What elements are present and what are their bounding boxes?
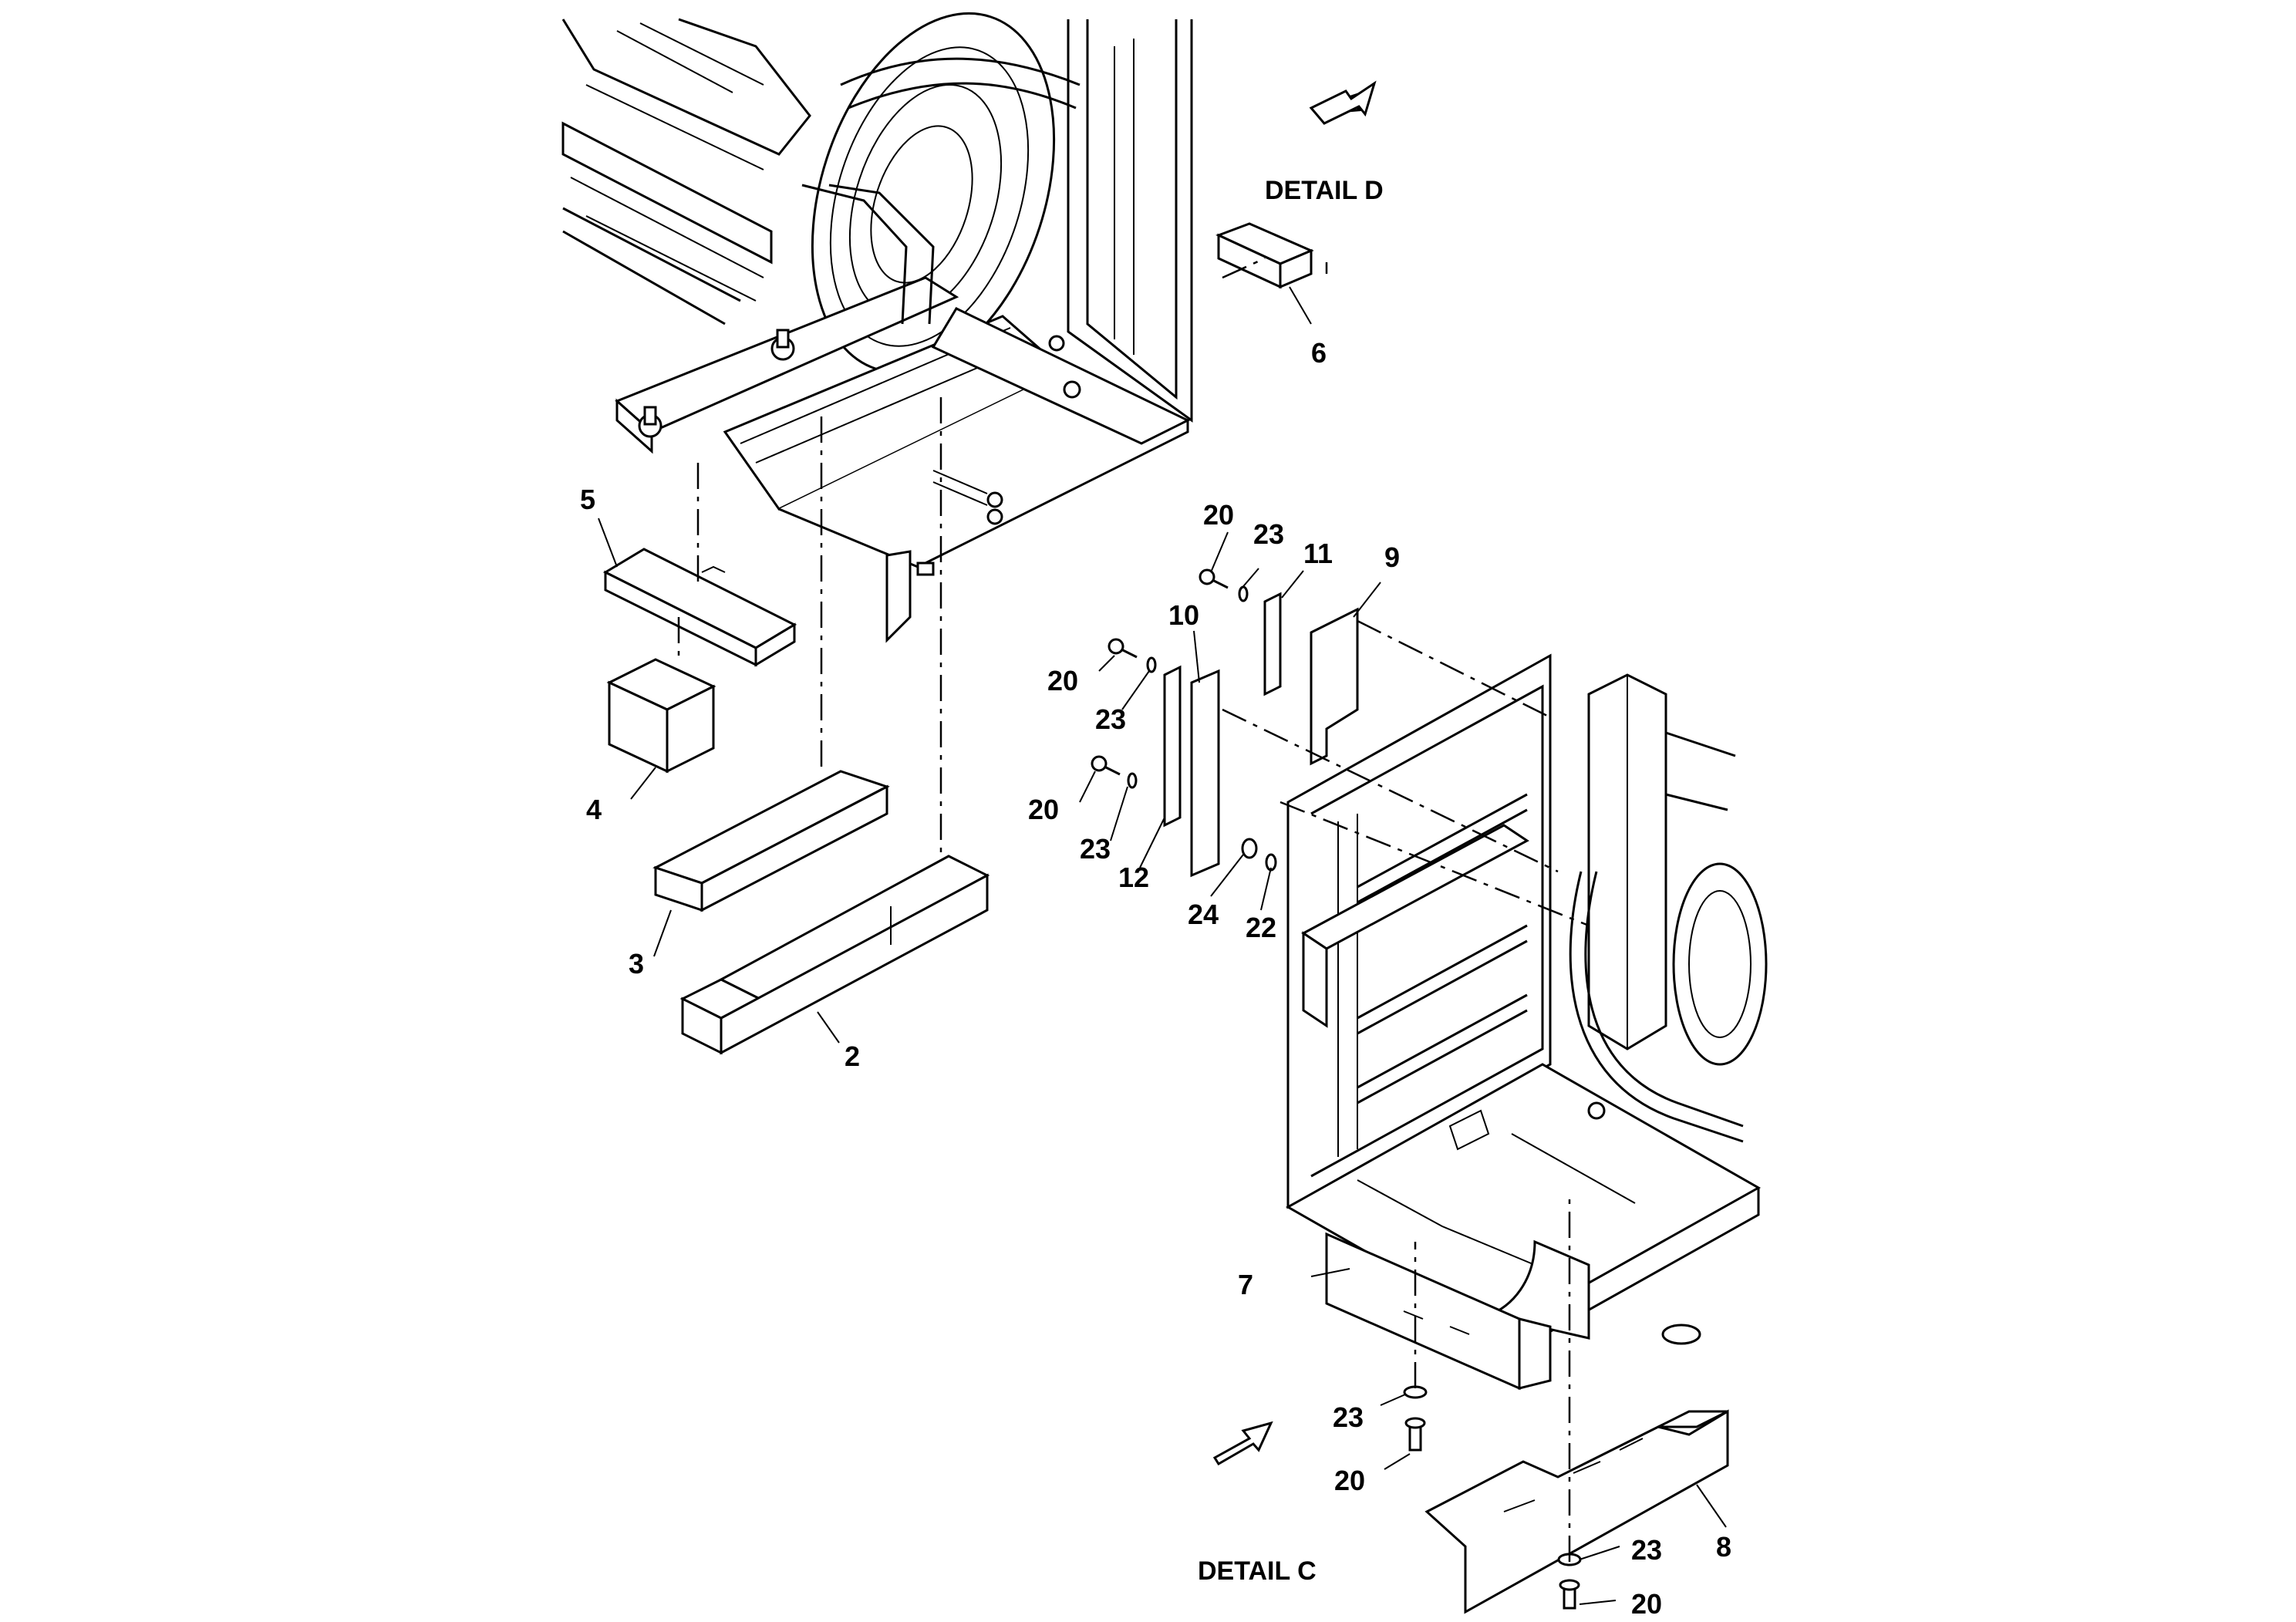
part-9 bbox=[1310, 607, 1359, 766]
part-7 bbox=[1325, 1232, 1552, 1391]
part-6 bbox=[1215, 222, 1314, 289]
callout-9: 9 bbox=[1384, 541, 1400, 573]
callout-7: 7 bbox=[1238, 1269, 1253, 1300]
callout-2: 2 bbox=[845, 1040, 860, 1072]
callout-23: 23 bbox=[1631, 1534, 1662, 1566]
part-5 bbox=[602, 548, 797, 667]
callout-20: 20 bbox=[1203, 499, 1234, 531]
callout-23: 23 bbox=[1253, 518, 1284, 550]
part-2 bbox=[679, 855, 990, 1055]
callout-20: 20 bbox=[1028, 794, 1059, 825]
callout-20: 20 bbox=[1631, 1588, 1662, 1620]
alignment-line bbox=[677, 262, 1328, 856]
callout-24: 24 bbox=[1188, 899, 1219, 930]
callout-12: 12 bbox=[1118, 862, 1149, 893]
callout-10: 10 bbox=[1168, 599, 1199, 631]
callout-6: 6 bbox=[1311, 337, 1327, 369]
callout-22: 22 bbox=[1246, 912, 1276, 943]
part-3 bbox=[652, 770, 890, 912]
callout-4: 4 bbox=[586, 794, 602, 825]
alignment-line bbox=[1222, 619, 1590, 1562]
callout-5: 5 bbox=[580, 484, 595, 515]
leader-lines bbox=[598, 286, 1727, 1605]
direction-arrow-icon bbox=[1212, 1421, 1273, 1466]
part-12 bbox=[1163, 665, 1182, 828]
callout-23: 23 bbox=[1095, 703, 1126, 735]
part-8 bbox=[1424, 1409, 1729, 1614]
callout-20: 20 bbox=[1334, 1465, 1365, 1496]
callout-23: 23 bbox=[1333, 1401, 1364, 1433]
detail-d-title: DETAIL D bbox=[1265, 176, 1384, 205]
alignment-line bbox=[1222, 257, 1266, 279]
detail-c-title: DETAIL C bbox=[1198, 1556, 1317, 1586]
detail-c-assembly bbox=[1285, 653, 1768, 1360]
part-4 bbox=[606, 658, 716, 774]
fasteners-upper bbox=[1091, 568, 1277, 872]
part-10 bbox=[1190, 669, 1220, 878]
callout-20: 20 bbox=[1047, 665, 1078, 696]
callout-23: 23 bbox=[1080, 833, 1111, 865]
detail-d-assembly bbox=[561, 12, 1377, 643]
part-11 bbox=[1263, 592, 1282, 696]
callout-3: 3 bbox=[629, 948, 644, 980]
callout-11: 11 bbox=[1303, 538, 1333, 569]
callout-8: 8 bbox=[1716, 1531, 1731, 1563]
